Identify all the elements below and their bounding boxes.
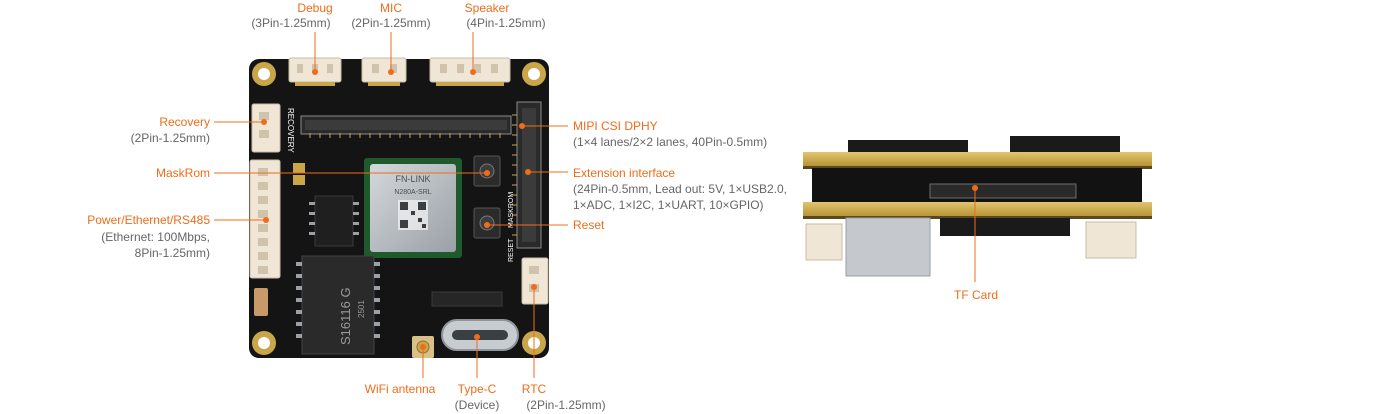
extension-spec-line1: (24Pin-0.5mm, Lead out: 5V, 1×USB2.0,: [573, 182, 787, 196]
mipi-spec: (1×4 lanes/2×2 lanes, 40Pin-0.5mm): [573, 135, 767, 149]
speaker-label: Speaker: [465, 1, 510, 15]
debug-spec: (3Pin-1.25mm): [251, 16, 330, 30]
front-board: RECOVERY FN-LINK N280A-SRL: [249, 57, 549, 358]
power-spec-line2: 8Pin-1.25mm): [135, 246, 210, 260]
reset-silk: RESET: [508, 238, 515, 262]
module-model: N280A-SRL: [394, 189, 431, 196]
side-bottom-pcb: [803, 202, 1152, 216]
callout-recovery: Recovery (2Pin-1.25mm): [131, 115, 210, 145]
tfcard-label: TF Card: [954, 288, 998, 302]
power-spec-line1: (Ethernet: 100Mbps,: [101, 230, 210, 244]
rtc-label: RTC: [522, 382, 547, 396]
callout-mipi: MIPI CSI DPHY (1×4 lanes/2×2 lanes, 40Pi…: [573, 119, 767, 149]
wifi-module: FN-LINK N280A-SRL: [364, 158, 462, 258]
mipi-label: MIPI CSI DPHY: [573, 119, 658, 133]
rtc-connector: [521, 257, 549, 305]
chip-code: 2501: [357, 300, 366, 318]
callout-speaker: Speaker (4Pin-1.25mm): [465, 1, 546, 30]
side-top-components: [848, 140, 968, 152]
speaker-spec: (4Pin-1.25mm): [466, 16, 545, 30]
recovery-label: Recovery: [159, 115, 210, 129]
side-tf-card-slot: [929, 183, 1077, 199]
typec-label: Type-C: [458, 382, 497, 396]
mipi-fpc-connector: [300, 115, 512, 138]
qr-code: [398, 200, 428, 230]
leader-lines: [214, 32, 978, 378]
extension-label: Extension interface: [573, 166, 675, 180]
small-ic: [314, 195, 354, 247]
mounting-hole-tl: [252, 62, 276, 86]
maskrom-silk: MASKROM: [508, 192, 515, 228]
side-left-connector: [805, 223, 843, 261]
chip-marking: S16116 G: [338, 287, 353, 345]
typec-spec: (Device): [455, 398, 500, 412]
rtc-spec: (2Pin-1.25mm): [526, 398, 605, 412]
power-label: Power/Ethernet/RS485: [87, 213, 210, 227]
module-brand: FN-LINK: [395, 174, 430, 184]
type-c-connector: [441, 319, 519, 351]
callout-rtc: RTC (2Pin-1.25mm): [522, 382, 606, 412]
mic-label: MIC: [380, 1, 402, 15]
ethernet-transformer: S16116 G 2501: [301, 255, 375, 355]
recovery-spec: (2Pin-1.25mm): [131, 131, 210, 145]
callout-typec: Type-C (Device): [455, 382, 500, 412]
callout-mic: MIC (2Pin-1.25mm): [351, 1, 430, 30]
mic-connector: [361, 57, 407, 86]
mounting-hole-bl: [252, 331, 276, 355]
maskrom-pads: [293, 163, 305, 185]
debug-label: Debug: [297, 1, 332, 15]
maskrom-label: MaskRom: [156, 166, 210, 180]
callout-extension: Extension interface (24Pin-0.5mm, Lead o…: [573, 166, 787, 212]
side-top-pcb: [803, 152, 1152, 166]
mic-spec: (2Pin-1.25mm): [351, 16, 430, 30]
callout-wifi: WiFi antenna: [365, 382, 436, 396]
recovery-silk: RECOVERY: [286, 108, 295, 153]
mounting-hole-tr: [522, 62, 546, 86]
callout-debug: Debug (3Pin-1.25mm): [251, 1, 332, 30]
small-chip-row: [431, 291, 503, 307]
callout-maskrom: MaskRom: [156, 166, 210, 180]
callout-reset: Reset: [573, 218, 605, 232]
callout-power: Power/Ethernet/RS485 (Ethernet: 100Mbps,…: [87, 213, 210, 260]
callout-tfcard: TF Card: [954, 288, 998, 302]
side-view-board: [803, 136, 1152, 277]
reset-label: Reset: [573, 218, 605, 232]
extension-spec-line2: 1×ADC, 1×I2C, 1×UART, 10×GPIO): [573, 198, 764, 212]
side-right-connector: [1085, 221, 1137, 259]
speaker-connector: [429, 57, 511, 86]
recovery-connector: [251, 103, 281, 153]
wifi-label: WiFi antenna: [365, 382, 436, 396]
battery-cap: [254, 288, 268, 316]
side-ethernet-block: [845, 217, 931, 277]
